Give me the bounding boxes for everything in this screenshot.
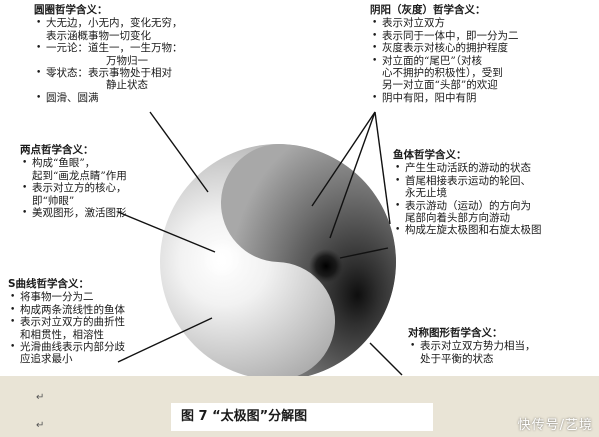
leader-circle [149,111,209,193]
fishbody-item: 首尾相接表示运动的轮回、 [393,174,542,188]
twopoints-item-line: 表示对立方的核心， [32,182,127,195]
fishbody-item: 表示游动（运动）的方向为 [393,199,542,213]
fishbody-meaning-title: 鱼体哲学含义： [393,149,467,161]
fishbody-item-line: 产生生动活跃的游动的状态 [405,162,531,175]
paragraph-mark: ↵ [36,420,45,431]
yinyang-item: 灰度表示对核心的拥护程度 [370,42,519,55]
fishbody-meaning-box: 鱼体哲学含义： 产生生动活跃的游动的状态 首尾相接表示运动的轮回、 永无止境 表… [393,149,542,237]
circle-item-line: 一元论：道生一，一生万物： [46,42,183,55]
fishbody-item-continuation: 尾部向着头部方向游动 [393,212,542,224]
yinyang-item: 表示对立双方 [370,17,519,30]
fishbody-item-line: 首尾相接表示运动的轮回、 [405,174,531,187]
circle-item-line: 静止状态 [106,79,148,92]
circle-item: 圆滑、圆满 [34,91,183,105]
leader-twopoints [117,211,216,253]
yinyang-item: 表示同于一体中，即一分为二 [370,29,519,43]
circle-item: 大无边，小无内，变化无穷， [34,17,183,30]
scurve-item-line: 将事物一分为二 [20,291,94,304]
circle-item-continuation: 万物归一 [34,55,183,67]
circle-item-line: 表示涵概事物一切变化 [46,29,151,42]
dark-fish-eye [309,249,343,283]
scurve-item: 将事物一分为二 [8,291,125,304]
symmetry-item-line: 处于平衡的状态 [420,352,494,365]
scurve-item-continuation: 应追求最小 [8,353,125,365]
fishbody-item-line: 构成左旋太极图和右旋太极图 [405,224,542,237]
yinyang-item: 对立面的“尾巴”（对核 [370,54,519,68]
scurve-item-line: 构成两条流线性的鱼体 [20,303,125,316]
twopoints-item-line: 美观图形，激活图形 [32,207,127,220]
leader-yinyang-3 [374,111,391,225]
twopoints-item: 美观图形，激活图形 [20,207,127,220]
leader-lines [117,111,403,376]
twopoints-item-line: 起到“画龙点睛”作用 [32,169,127,182]
circle-meaning-box: 圆圈哲学含义： 大无边，小无内，变化无穷， 表示涵概事物一切变化 一元论：道生一… [34,4,183,105]
symmetry-meaning-box: 对称图形哲学含义： 表示对立双方势力相当， 处于平衡的状态 [408,327,536,365]
scurve-item: 构成两条流线性的鱼体 [8,303,125,317]
leader-yinyang-1 [311,111,376,207]
twopoints-meaning-box: 两点哲学含义： 构成“鱼眼”， 起到“画龙点睛”作用 表示对立方的核心， 即“帅… [20,144,127,220]
circle-item-continuation: 表示涵概事物一切变化 [34,30,183,42]
yinyang-item-line: 另一对立面“头部”的欢迎 [382,79,498,92]
scurve-item: 光滑曲线表示内部分歧 [8,341,125,354]
twopoints-item: 构成“鱼眼”， [20,157,127,170]
circle-item-continuation: 静止状态 [34,79,183,91]
yinyang-item: 阴中有阳，阳中有阴 [370,91,519,105]
yinyang-item-continuation: 另一对立面“头部”的欢迎 [370,79,519,91]
circle-item-line: 万物归一 [106,54,148,67]
taiji-dark-half [220,144,396,380]
circle-item-line: 圆滑、圆满 [46,91,99,104]
figure-caption: 图 7 “太极图”分解图 [171,403,433,431]
twopoints-item-continuation: 即“帅眼” [20,195,127,207]
symmetry-item-continuation: 处于平衡的状态 [408,353,536,365]
yinyang-item-line: 对立面的“尾巴”（对核 [382,54,482,67]
leader-scurve [117,317,213,363]
source-watermark: 快传号/艺境 [517,418,593,433]
yinyang-item-line: 灰度表示对核心的拥护程度 [382,42,508,55]
yinyang-item-line: 心不拥护的积极性），受到 [382,67,503,80]
yinyang-item-line: 阴中有阳，阳中有阴 [382,91,477,104]
circle-meaning-title: 圆圈哲学含义： [34,4,108,16]
taiji-symbol [160,144,396,380]
paragraph-mark: ↵ [36,392,45,403]
twopoints-item: 表示对立方的核心， [20,182,127,195]
symmetry-meaning-title: 对称图形哲学含义： [408,327,503,339]
circle-item-line: 大无边，小无内，变化无穷， [46,17,183,30]
circle-item: 零状态：表示事物处于相对 [34,67,183,80]
fishbody-item: 产生生动活跃的游动的状态 [393,162,542,175]
circle-item: 一元论：道生一，一生万物： [34,42,183,55]
twopoints-meaning-title: 两点哲学含义： [20,144,94,156]
scurve-item-continuation: 和相贯性，相溶性 [8,329,125,341]
fishbody-item-continuation: 永无止境 [393,187,542,199]
yinyang-item-continuation: 心不拥护的积极性），受到 [370,67,519,79]
symmetry-item-line: 表示对立双方势力相当， [420,340,536,353]
fishbody-item-line: 永无止境 [405,187,447,200]
scurve-item-line: 光滑曲线表示内部分歧 [20,341,125,354]
yinyang-meaning-title: 阴阳（灰度）哲学含义： [370,4,486,16]
scurve-meaning-title: S曲线哲学含义： [8,278,90,290]
fishbody-item-line: 尾部向着头部方向游动 [405,212,510,225]
yinyang-meaning-box: 阴阳（灰度）哲学含义： 表示对立双方 表示同于一体中，即一分为二 灰度表示对核心… [370,4,519,105]
symmetry-item: 表示对立双方势力相当， [408,340,536,353]
twopoints-item-line: 即“帅眼” [32,194,75,207]
fishbody-item-line: 表示游动（运动）的方向为 [405,199,531,212]
twopoints-item-line: 构成“鱼眼”， [32,157,96,170]
twopoints-item-continuation: 起到“画龙点睛”作用 [20,170,127,182]
yinyang-item-line: 表示同于一体中，即一分为二 [382,29,519,42]
scurve-item-line: 应追求最小 [20,353,73,366]
leader-fishbody [339,247,389,259]
leader-yinyang-2 [329,111,376,239]
scurve-item-line: 表示对立双方的曲折性 [20,316,125,329]
scurve-item: 表示对立双方的曲折性 [8,316,125,329]
light-fish-eye [202,238,242,278]
scurve-meaning-box: S曲线哲学含义： 将事物一分为二 构成两条流线性的鱼体 表示对立双方的曲折性 和… [8,278,125,366]
leader-symmetry [369,342,403,376]
scurve-item-line: 和相贯性，相溶性 [20,328,104,341]
yinyang-item-line: 表示对立双方 [382,17,445,30]
circle-item-line: 零状态：表示事物处于相对 [46,67,172,80]
fishbody-item: 构成左旋太极图和右旋太极图 [393,224,542,237]
